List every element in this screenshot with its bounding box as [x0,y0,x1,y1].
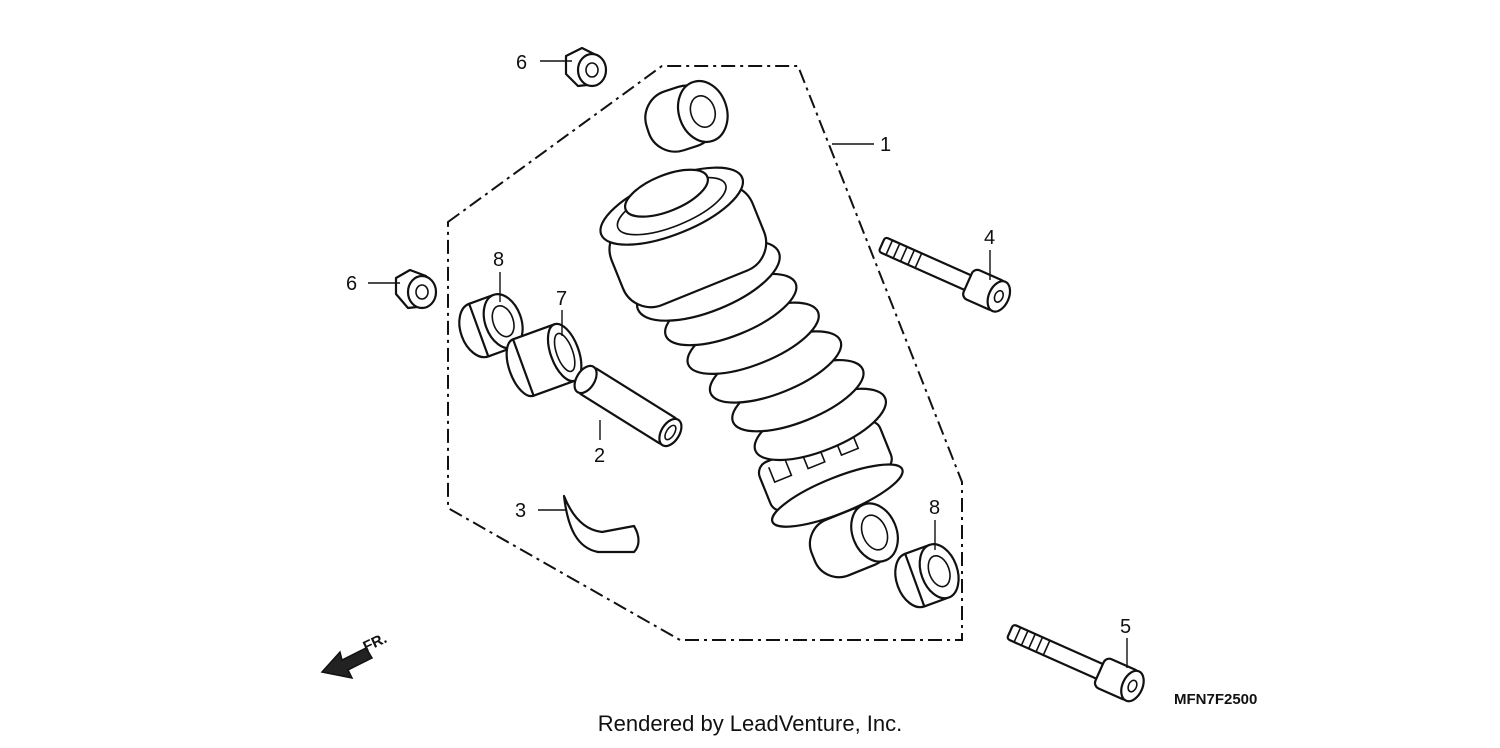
collar[interactable] [570,362,686,450]
callout-bushing: 7 [556,288,567,310]
bolt-lower[interactable] [1004,617,1149,705]
label-sticker[interactable] [562,494,640,554]
direction-label: FR. [361,630,390,656]
callout-nut-top: 6 [516,52,527,74]
credit-text: Rendered by LeadVenture, Inc. [598,711,903,736]
callout-shock-absorber: 1 [880,134,891,156]
callout-collar: 2 [594,445,605,467]
callout-bolt-upper: 4 [984,227,995,249]
dust-seal-left[interactable] [452,289,529,363]
callout-seal-left: 8 [493,249,504,271]
bushing[interactable] [500,319,588,400]
nut-left[interactable] [394,268,438,310]
nut-top[interactable] [564,46,608,88]
assembly-boundary [447,65,963,641]
callout-bolt-lower: 5 [1120,616,1131,638]
callout-seal-right: 8 [929,497,940,519]
dust-seal-right[interactable] [888,539,965,613]
diagram-code: MFN7F2500 [1174,691,1257,708]
callout-label: 3 [515,500,526,522]
callout-nut-left: 6 [346,273,357,295]
bolt-upper[interactable] [875,230,1014,315]
front-direction-arrow: FR. [320,630,390,680]
shock-absorber[interactable] [589,75,909,585]
